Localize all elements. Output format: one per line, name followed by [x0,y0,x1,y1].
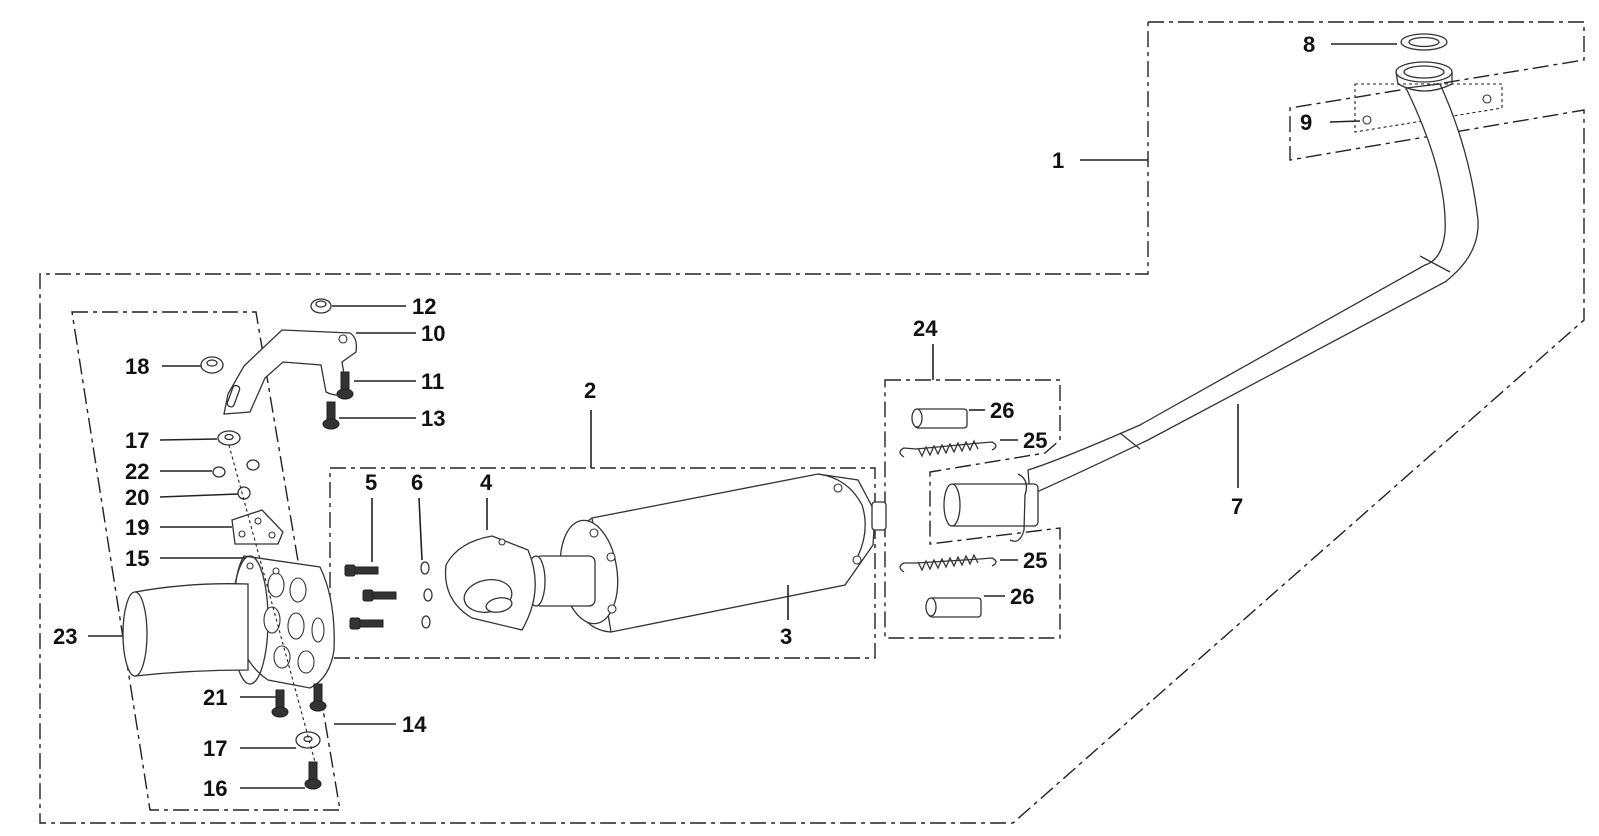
callout-21: 21 [203,685,227,710]
bolt-16 [304,761,322,790]
callout-9: 9 [1300,110,1312,135]
callout-8: 8 [1303,32,1315,57]
callout-4: 4 [480,470,493,495]
group-1-boundary [39,21,1585,824]
bolts-21 [271,683,327,718]
callout-23: 23 [53,624,77,649]
washer-17-top [217,430,241,446]
callout-1: 1 [1052,148,1064,173]
gasket [1400,33,1448,51]
bolt-11 [336,371,354,400]
callout-12: 12 [412,294,436,319]
callout-22: 22 [125,459,149,484]
callout-25-upper: 25 [1023,428,1047,453]
callout-5: 5 [365,470,377,495]
cap-washers [420,561,433,629]
callout-15: 15 [125,546,149,571]
muffler [526,473,887,633]
spacer-20 [237,486,251,500]
callout-2: 2 [584,378,596,403]
callout-14: 14 [402,712,427,737]
spring-upper [899,439,997,458]
washer-17-bottom [295,731,321,749]
callout-3: 3 [780,624,792,649]
callout-24: 24 [913,316,938,341]
callout-16: 16 [203,776,227,801]
header-pipe [1027,61,1492,496]
callout-20: 20 [125,485,149,510]
mounting-bracket [223,329,358,415]
group-24-boundary [884,379,1061,639]
nut-18 [200,356,224,374]
group-9-boundary [1354,83,1503,133]
coupler-tube [943,473,1039,542]
callout-26-upper: 26 [990,398,1014,423]
damper-lower [925,597,982,618]
callout-18: 18 [125,354,149,379]
callout-10: 10 [421,321,445,346]
callout-6: 6 [411,470,423,495]
leader-lines [88,43,1397,789]
nut-12 [310,298,332,314]
callout-19: 19 [125,515,149,540]
callout-17-top: 17 [125,428,149,453]
callout-26-lower: 26 [1010,584,1034,609]
callout-25-lower: 25 [1023,548,1047,573]
callout-13: 13 [421,406,445,431]
callout-7: 7 [1231,494,1243,519]
assembly-axis [228,444,316,763]
group-14-boundary [71,311,341,811]
callout-17-bottom: 17 [203,736,227,761]
nuts-22 [212,459,260,478]
heat-shield [231,555,335,689]
sleeve-23 [122,583,249,677]
callout-11: 11 [421,369,444,394]
cap-screws [344,564,397,630]
damper-upper [911,408,968,429]
end-cap [444,535,536,631]
bolt-13 [322,401,340,430]
bracket-plate-19 [231,509,284,545]
spring-lower [899,553,997,573]
